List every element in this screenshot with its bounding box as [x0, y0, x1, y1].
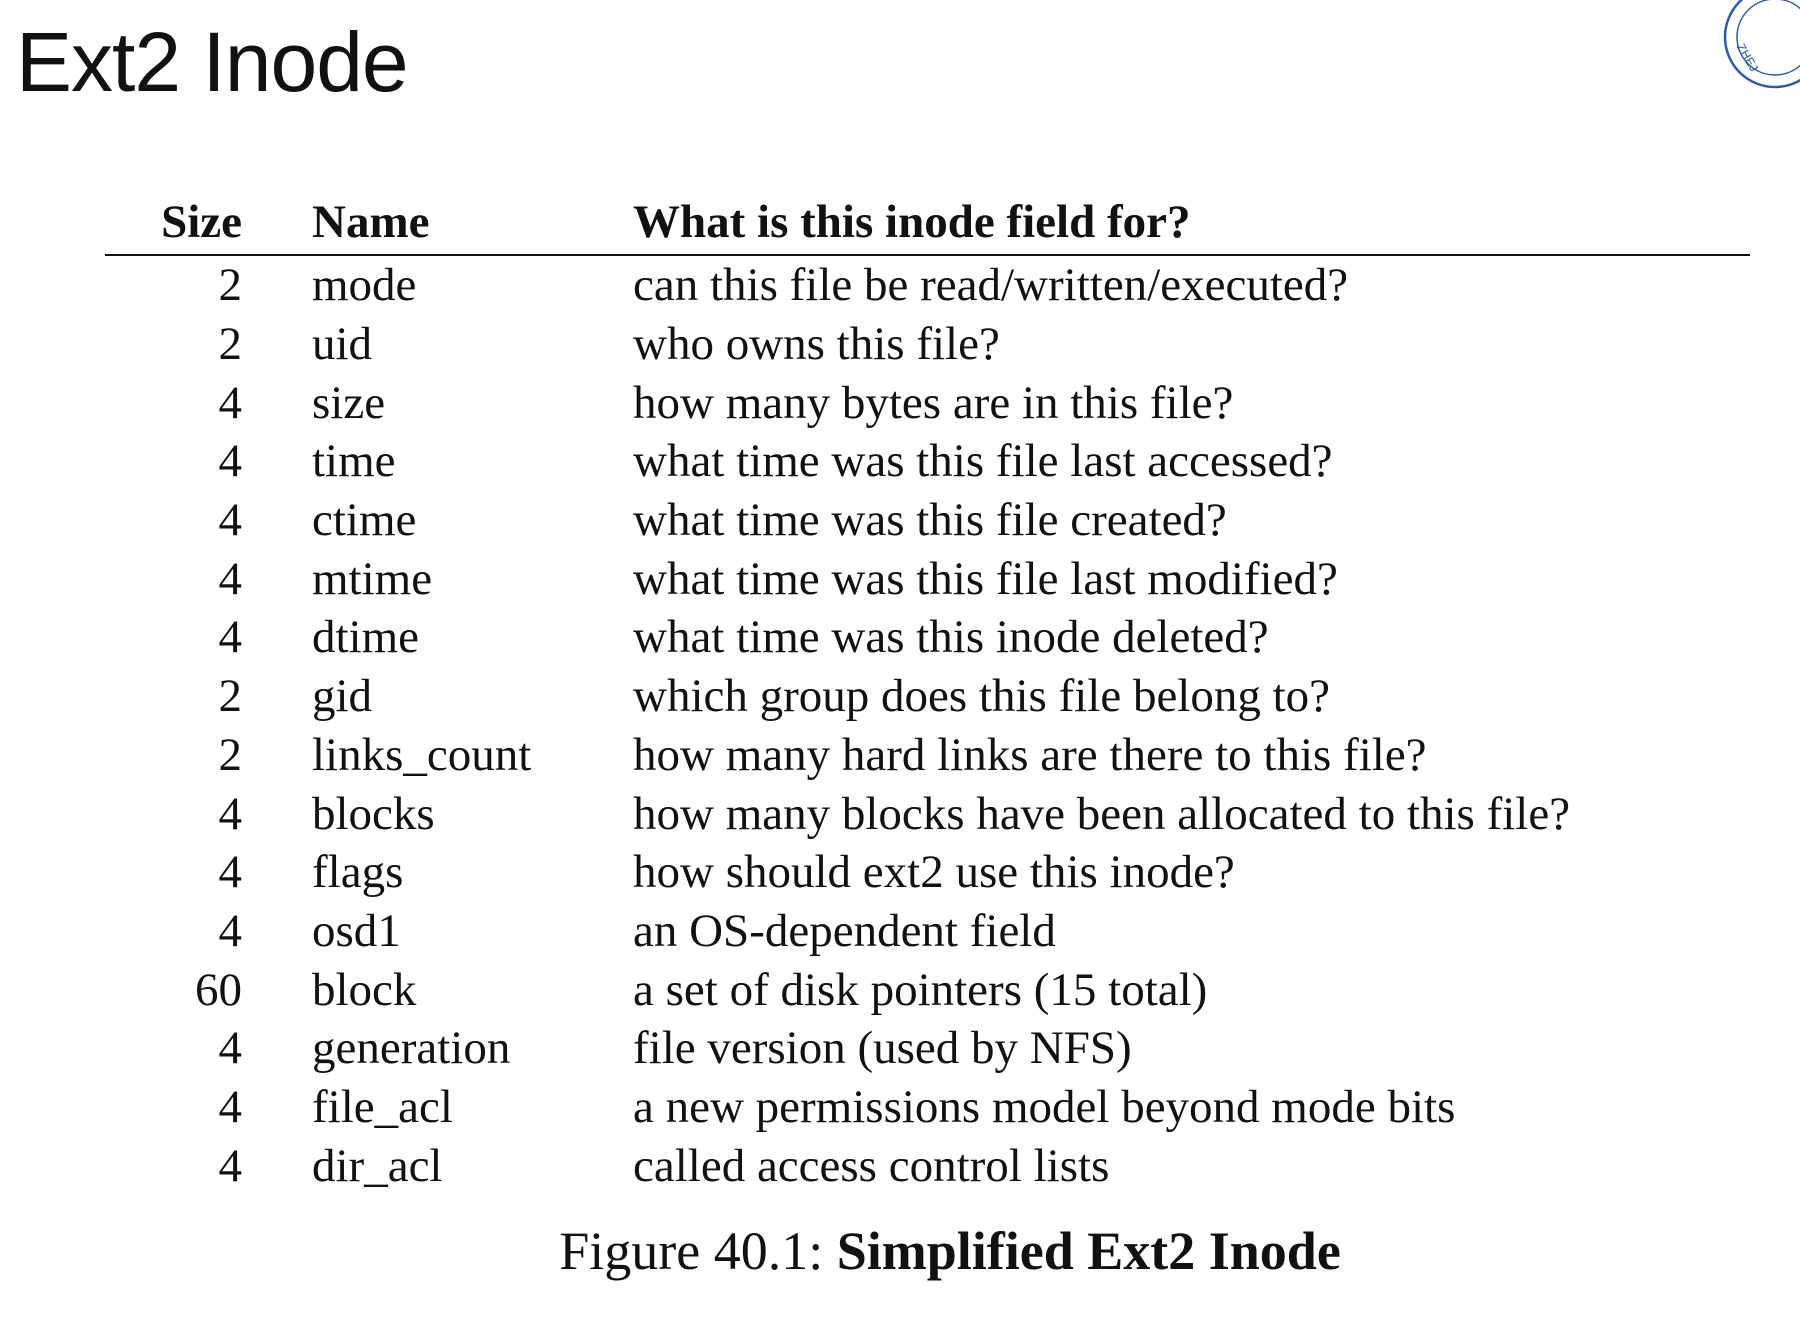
- cell-purpose: called access control lists: [633, 1139, 1110, 1192]
- cell-spacer: [242, 667, 312, 726]
- cell-purpose: an OS-dependent field: [633, 904, 1056, 957]
- table-row: 60 block a set of disk pointers (15 total): [105, 960, 1750, 1019]
- cell-name: osd1: [312, 904, 401, 957]
- cell-spacer: [242, 491, 312, 550]
- cell-purpose: a new permissions model beyond mode bits: [633, 1080, 1456, 1133]
- header-size: Size: [105, 190, 242, 256]
- table-row: 4 generation file version (used by NFS): [105, 1019, 1750, 1078]
- cell-size: 4: [218, 787, 243, 840]
- cell-spacer: [242, 784, 312, 843]
- cell-purpose: how should ext2 use this inode?: [633, 846, 1235, 899]
- inode-table-container: Size Name What is this inode field for? …: [105, 190, 1750, 1195]
- cell-purpose: how many hard links are there to this fi…: [633, 728, 1427, 781]
- table-row: 4 osd1 an OS-dependent field: [105, 902, 1750, 961]
- table-row: 4 time what time was this file last access…: [105, 432, 1750, 491]
- header-spacer: [242, 190, 312, 256]
- cell-spacer: [242, 549, 312, 608]
- cell-purpose: file version (used by NFS): [633, 1022, 1132, 1075]
- cell-name: mtime: [312, 552, 433, 605]
- cell-spacer: [242, 1136, 312, 1195]
- caption-title: Simplified Ext2 Inode: [836, 1221, 1341, 1281]
- cell-spacer: [242, 1078, 312, 1137]
- cell-size: 2: [218, 259, 243, 312]
- cell-purpose: how many bytes are in this file?: [633, 376, 1234, 429]
- cell-size: 2: [218, 318, 243, 371]
- cell-spacer: [242, 608, 312, 667]
- inode-fields-table: Size Name What is this inode field for? …: [105, 190, 1750, 1195]
- table-body: 2 mode can this file be read/written/execu…: [105, 255, 1750, 1195]
- cell-purpose: what time was this inode deleted?: [633, 611, 1269, 664]
- cell-spacer: [242, 960, 312, 1019]
- university-seal-icon: ZHEJ: [1723, 0, 1800, 89]
- cell-purpose: a set of disk pointers (15 total): [633, 963, 1208, 1016]
- cell-purpose: who owns this file?: [633, 318, 1000, 371]
- cell-name: flags: [312, 846, 404, 899]
- cell-spacer: [242, 315, 312, 374]
- cell-size: 4: [218, 1139, 243, 1192]
- caption-prefix: Figure 40.1:: [559, 1221, 837, 1281]
- table-row: 4 size how many bytes are in this file?: [105, 373, 1750, 432]
- cell-size: 4: [218, 846, 243, 899]
- cell-purpose: how many blocks have been allocated to t…: [633, 787, 1571, 840]
- cell-size: 4: [218, 376, 243, 429]
- table-row: 4 mtime what time was this file last modif…: [105, 549, 1750, 608]
- cell-size: 4: [218, 552, 243, 605]
- cell-name: dtime: [312, 611, 420, 664]
- cell-name: block: [312, 963, 417, 1016]
- cell-size: 4: [218, 435, 243, 488]
- cell-name: blocks: [312, 787, 435, 840]
- cell-spacer: [242, 902, 312, 961]
- cell-purpose: what time was this file last modified?: [633, 552, 1338, 605]
- cell-purpose: can this file be read/written/executed?: [633, 259, 1349, 312]
- cell-spacer: [242, 1019, 312, 1078]
- cell-spacer: [242, 843, 312, 902]
- table-header-row: Size Name What is this inode field for?: [105, 190, 1750, 256]
- cell-name: links_count: [312, 728, 532, 781]
- cell-name: file_acl: [312, 1080, 453, 1133]
- cell-size: 2: [218, 728, 243, 781]
- table-row: 4 dtime what time was this inode deleted?: [105, 608, 1750, 667]
- cell-size: 4: [218, 494, 243, 547]
- table-row: 2 gid which group does this file belong to…: [105, 667, 1750, 726]
- cell-spacer: [242, 432, 312, 491]
- table-row: 2 mode can this file be read/written/execu…: [105, 255, 1750, 315]
- cell-name: dir_acl: [312, 1139, 443, 1192]
- header-name: Name: [312, 190, 633, 256]
- table-row: 4 ctime what time was this file created?: [105, 491, 1750, 550]
- cell-name: mode: [312, 259, 417, 312]
- cell-purpose: which group does this file belong to?: [633, 670, 1331, 723]
- slide-title: Ext2 Inode: [16, 15, 409, 109]
- table-row: 4 blocks how many blocks have been allocat…: [105, 784, 1750, 843]
- cell-size: 4: [218, 1080, 243, 1133]
- cell-name: generation: [312, 1022, 511, 1075]
- cell-size: 4: [218, 611, 243, 664]
- cell-name: uid: [312, 318, 373, 371]
- cell-spacer: [242, 373, 312, 432]
- cell-spacer: [242, 726, 312, 785]
- cell-size: 2: [218, 670, 243, 723]
- cell-name: gid: [312, 670, 373, 723]
- cell-size: 4: [218, 904, 243, 957]
- table-row: 4 flags how should ext2 use this inode?: [105, 843, 1750, 902]
- table-row: 2 uid who owns this file?: [105, 315, 1750, 374]
- cell-purpose: what time was this file last accessed?: [633, 435, 1333, 488]
- cell-size: 4: [218, 1022, 243, 1075]
- cell-size: 60: [195, 963, 242, 1016]
- cell-purpose: what time was this file created?: [633, 494, 1227, 547]
- cell-name: ctime: [312, 494, 417, 547]
- table-row: 4 dir_acl called access control lists: [105, 1136, 1750, 1195]
- cell-spacer: [242, 255, 312, 315]
- table-row: 4 file_acl a new permissions model beyond …: [105, 1078, 1750, 1137]
- cell-name: size: [312, 376, 386, 429]
- table-row: 2 links_count how many hard links are ther…: [105, 726, 1750, 785]
- cell-name: time: [312, 435, 396, 488]
- figure-caption: Figure 40.1: Simplified Ext2 Inode: [0, 1220, 1800, 1282]
- header-purpose: What is this inode field for?: [633, 190, 1750, 256]
